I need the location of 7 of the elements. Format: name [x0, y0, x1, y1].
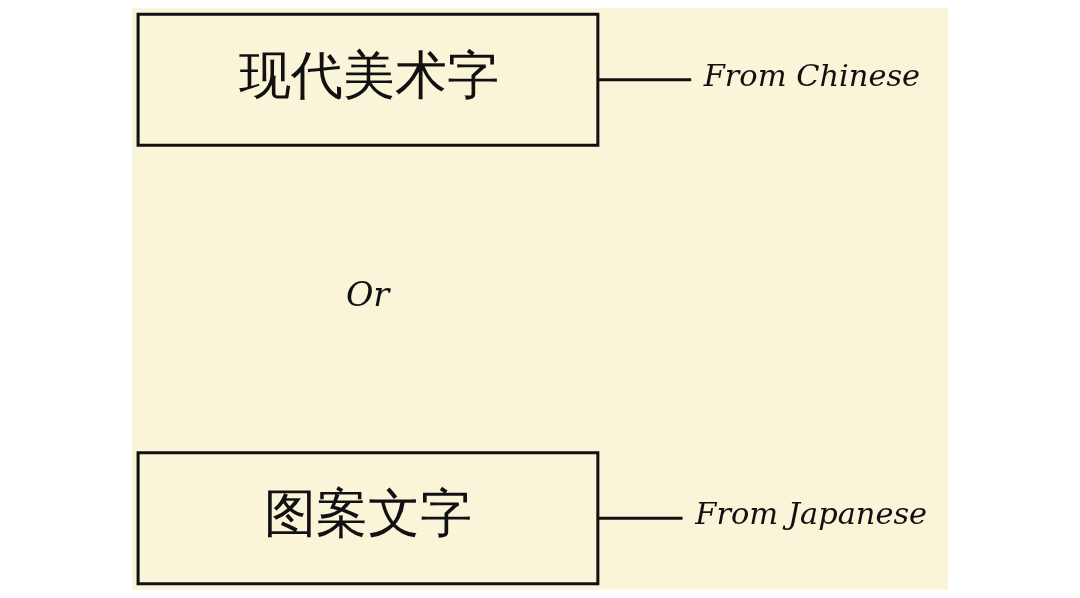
node-text: From Japanese [695, 496, 928, 532]
node-text: From Chinese [703, 57, 921, 93]
label: Or [345, 275, 390, 314]
connector [598, 516, 683, 520]
node-box: 图案文字 [136, 451, 600, 586]
connector [598, 78, 692, 82]
node-box: 现代美术字 [136, 12, 600, 147]
